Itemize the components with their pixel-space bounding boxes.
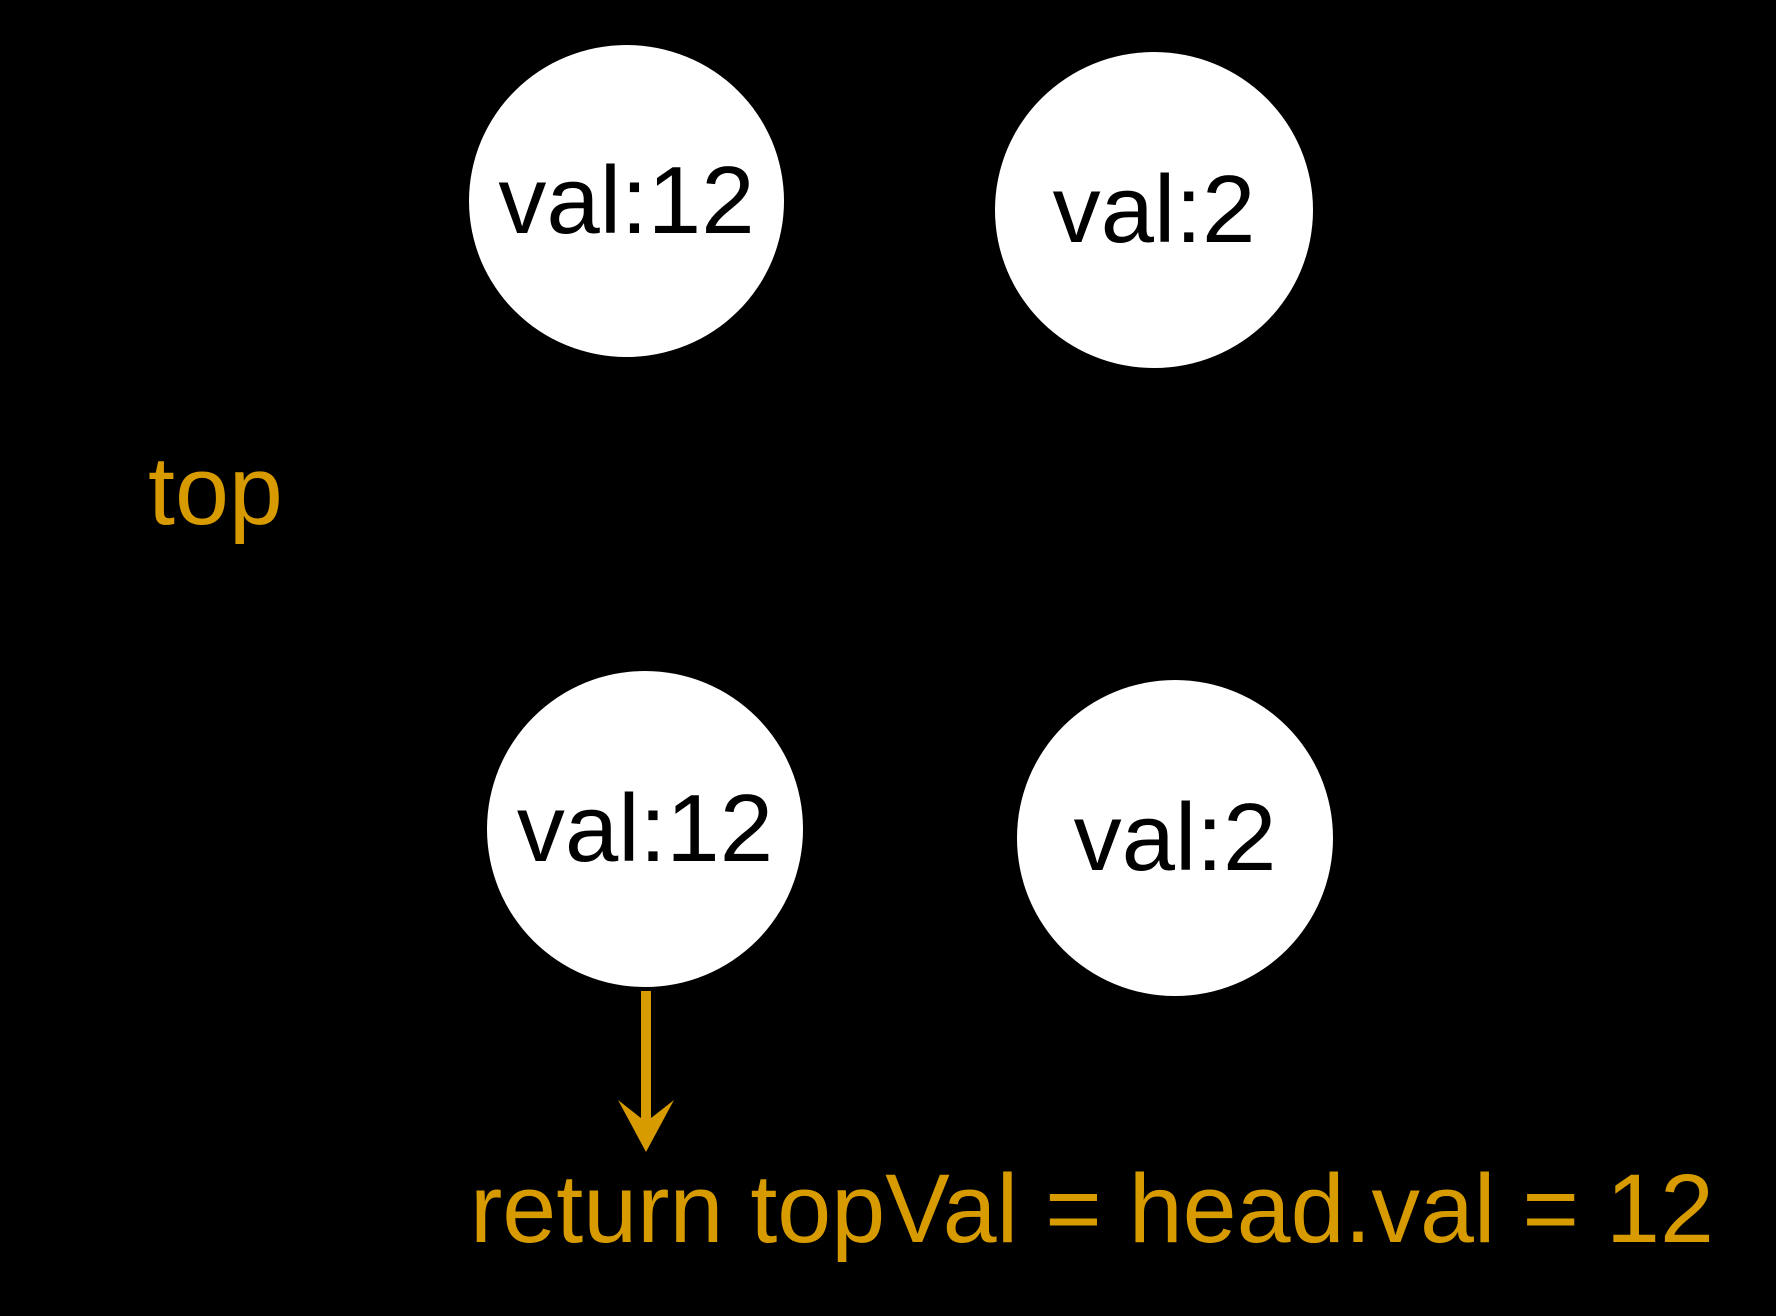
- node-top-right: val:2: [995, 52, 1313, 368]
- node-value-label: val:2: [1052, 156, 1256, 263]
- node-value-label: val:12: [516, 775, 774, 882]
- node-bottom-left: val:12: [487, 671, 803, 987]
- return-value-annotation: return topVal = head.val = 12: [470, 1154, 1714, 1263]
- node-top-left: val:12: [469, 45, 784, 357]
- node-value-label: val:2: [1073, 784, 1277, 891]
- top-pointer-label: top: [148, 436, 283, 545]
- node-bottom-right: val:2: [1017, 680, 1333, 996]
- down-arrow-head-icon: [618, 1100, 674, 1152]
- node-value-label: val:12: [498, 147, 755, 254]
